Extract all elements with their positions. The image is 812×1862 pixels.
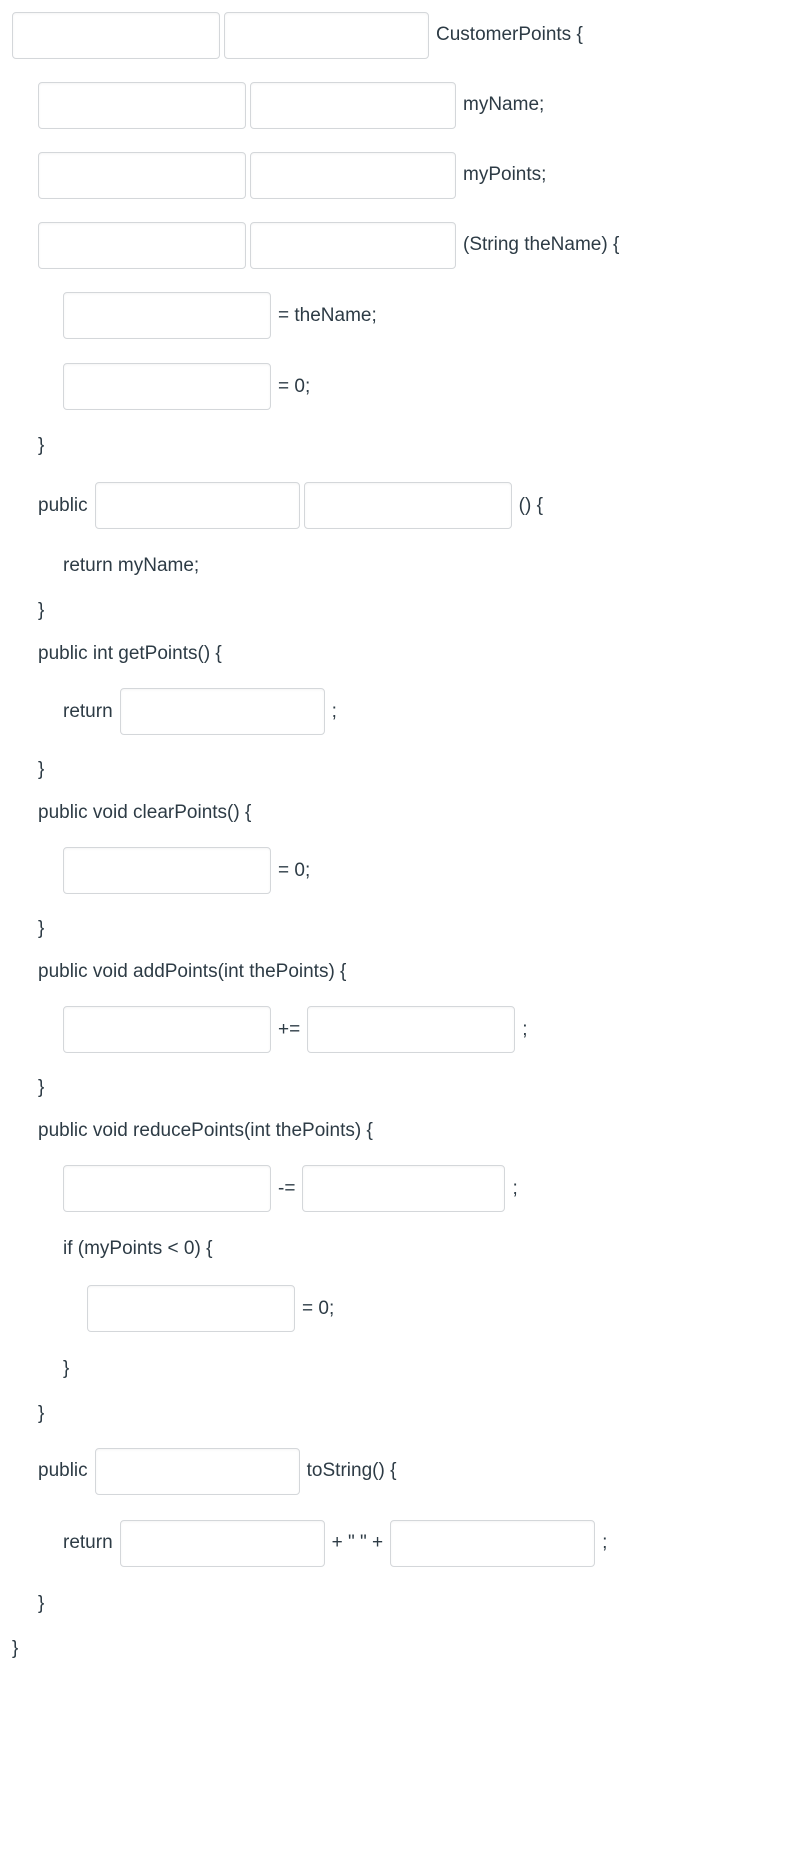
reducepoints-signature-text: public void reducePoints(int thePoints) … bbox=[38, 1119, 373, 1141]
blank-add-target[interactable] bbox=[63, 1006, 271, 1053]
addpoints-signature-text: public void addPoints(int thePoints) { bbox=[38, 960, 347, 982]
close-brace-text: } bbox=[38, 599, 45, 621]
line-reduce-assign: -=; bbox=[0, 1152, 812, 1225]
line-assign-name: = theName; bbox=[0, 280, 812, 351]
blank-assign-points-target[interactable] bbox=[63, 363, 271, 410]
blank-constructor-name[interactable] bbox=[250, 221, 456, 269]
blank-getname-methodname[interactable] bbox=[303, 482, 512, 529]
line-getname-signature: public () { bbox=[0, 469, 812, 542]
line-close-if: } bbox=[0, 1345, 812, 1392]
public-keyword-text: public bbox=[38, 494, 88, 516]
blank-return-points-value[interactable] bbox=[119, 688, 325, 735]
assign-points-zero-text: = 0; bbox=[278, 375, 311, 397]
line-close-getpoints: } bbox=[0, 748, 812, 791]
concat-separator-text: + " " + bbox=[331, 1532, 384, 1554]
blank-tostring-returntype[interactable] bbox=[94, 1447, 300, 1495]
constructor-params-text: (String theName) { bbox=[463, 234, 620, 256]
plus-equals-text: += bbox=[278, 1018, 301, 1040]
getname-paren-text: () { bbox=[518, 494, 543, 516]
getpoints-signature-text: public int getPoints() { bbox=[38, 642, 222, 664]
assign-name-text: = theName; bbox=[278, 304, 377, 326]
close-brace-text: } bbox=[63, 1357, 70, 1379]
blank-tostring-second[interactable] bbox=[390, 1519, 596, 1567]
line-close-reducepoints: } bbox=[0, 1392, 812, 1436]
line-field-points: myPoints; bbox=[0, 140, 812, 210]
blank-field-points-type[interactable] bbox=[250, 151, 456, 199]
clearpoints-signature-text: public void clearPoints() { bbox=[38, 801, 252, 823]
return-keyword-text: return bbox=[63, 700, 113, 722]
return-myname-text: return myName; bbox=[63, 554, 200, 576]
line-clearpoints-signature: public void clearPoints() { bbox=[0, 791, 812, 834]
line-field-name: myName; bbox=[0, 70, 812, 140]
line-close-clearpoints: } bbox=[0, 907, 812, 950]
semicolon-text: ; bbox=[512, 1177, 518, 1199]
clear-assign-text: = 0; bbox=[278, 859, 311, 881]
line-add-assign: +=; bbox=[0, 993, 812, 1066]
line-reducepoints-signature: public void reducePoints(int thePoints) … bbox=[0, 1109, 812, 1152]
if-assign-text: = 0; bbox=[302, 1297, 335, 1319]
line-return-points: return; bbox=[0, 675, 812, 748]
semicolon-text: ; bbox=[522, 1018, 528, 1040]
close-brace-text: } bbox=[38, 1403, 45, 1425]
line-tostring-signature: public toString() { bbox=[0, 1436, 812, 1506]
close-brace-text: } bbox=[38, 434, 45, 456]
blank-class-keyword[interactable] bbox=[224, 11, 429, 59]
close-brace-text: } bbox=[38, 917, 45, 939]
blank-getname-returntype[interactable] bbox=[94, 482, 300, 529]
code-fill-in-blank-quiz: CustomerPoints { myName; myPoints; (String … bbox=[0, 0, 812, 1671]
line-close-addpoints: } bbox=[0, 1066, 812, 1109]
close-brace-text: } bbox=[38, 1592, 45, 1614]
blank-modifier[interactable] bbox=[12, 11, 220, 59]
line-close-getname: } bbox=[0, 589, 812, 632]
blank-add-operand[interactable] bbox=[307, 1006, 516, 1053]
line-close-constructor: } bbox=[0, 422, 812, 469]
line-if-body-assign: = 0; bbox=[0, 1272, 812, 1345]
line-if-condition: if (myPoints < 0) { bbox=[0, 1225, 812, 1272]
line-tostring-return: return + " " +; bbox=[0, 1506, 812, 1580]
line-return-myname: return myName; bbox=[0, 542, 812, 589]
blank-field-name-modifier[interactable] bbox=[38, 81, 246, 129]
semicolon-text: ; bbox=[602, 1532, 608, 1554]
minus-equals-text: -= bbox=[278, 1177, 296, 1199]
blank-constructor-modifier[interactable] bbox=[38, 221, 246, 269]
line-class-decl: CustomerPoints { bbox=[0, 0, 812, 70]
field-name-text: myName; bbox=[463, 94, 545, 116]
close-brace-text: } bbox=[38, 1076, 45, 1098]
line-addpoints-signature: public void addPoints(int thePoints) { bbox=[0, 950, 812, 993]
line-constructor: (String theName) { bbox=[0, 210, 812, 280]
line-getpoints-signature: public int getPoints() { bbox=[0, 632, 812, 675]
close-brace-text: } bbox=[12, 1638, 19, 1660]
blank-assign-name-target[interactable] bbox=[63, 292, 271, 339]
blank-field-points-modifier[interactable] bbox=[38, 151, 246, 199]
semicolon-text: ; bbox=[331, 700, 337, 722]
blank-if-assign-target[interactable] bbox=[87, 1285, 295, 1332]
return-keyword-text: return bbox=[63, 1532, 113, 1554]
public-keyword-text: public bbox=[38, 1460, 88, 1482]
blank-tostring-first[interactable] bbox=[119, 1519, 325, 1567]
field-points-text: myPoints; bbox=[463, 164, 547, 186]
line-assign-points-zero: = 0; bbox=[0, 351, 812, 422]
blank-clear-target[interactable] bbox=[63, 847, 271, 894]
blank-field-name-type[interactable] bbox=[250, 81, 456, 129]
line-close-class: } bbox=[0, 1627, 812, 1671]
line-clear-assign: = 0; bbox=[0, 834, 812, 907]
blank-reduce-target[interactable] bbox=[63, 1165, 271, 1212]
if-condition-text: if (myPoints < 0) { bbox=[63, 1237, 213, 1259]
line-close-tostring: } bbox=[0, 1580, 812, 1627]
tostring-name-text: toString() { bbox=[306, 1460, 397, 1482]
close-brace-text: } bbox=[38, 758, 45, 780]
class-name-text: CustomerPoints { bbox=[436, 24, 583, 46]
blank-reduce-operand[interactable] bbox=[302, 1165, 506, 1212]
